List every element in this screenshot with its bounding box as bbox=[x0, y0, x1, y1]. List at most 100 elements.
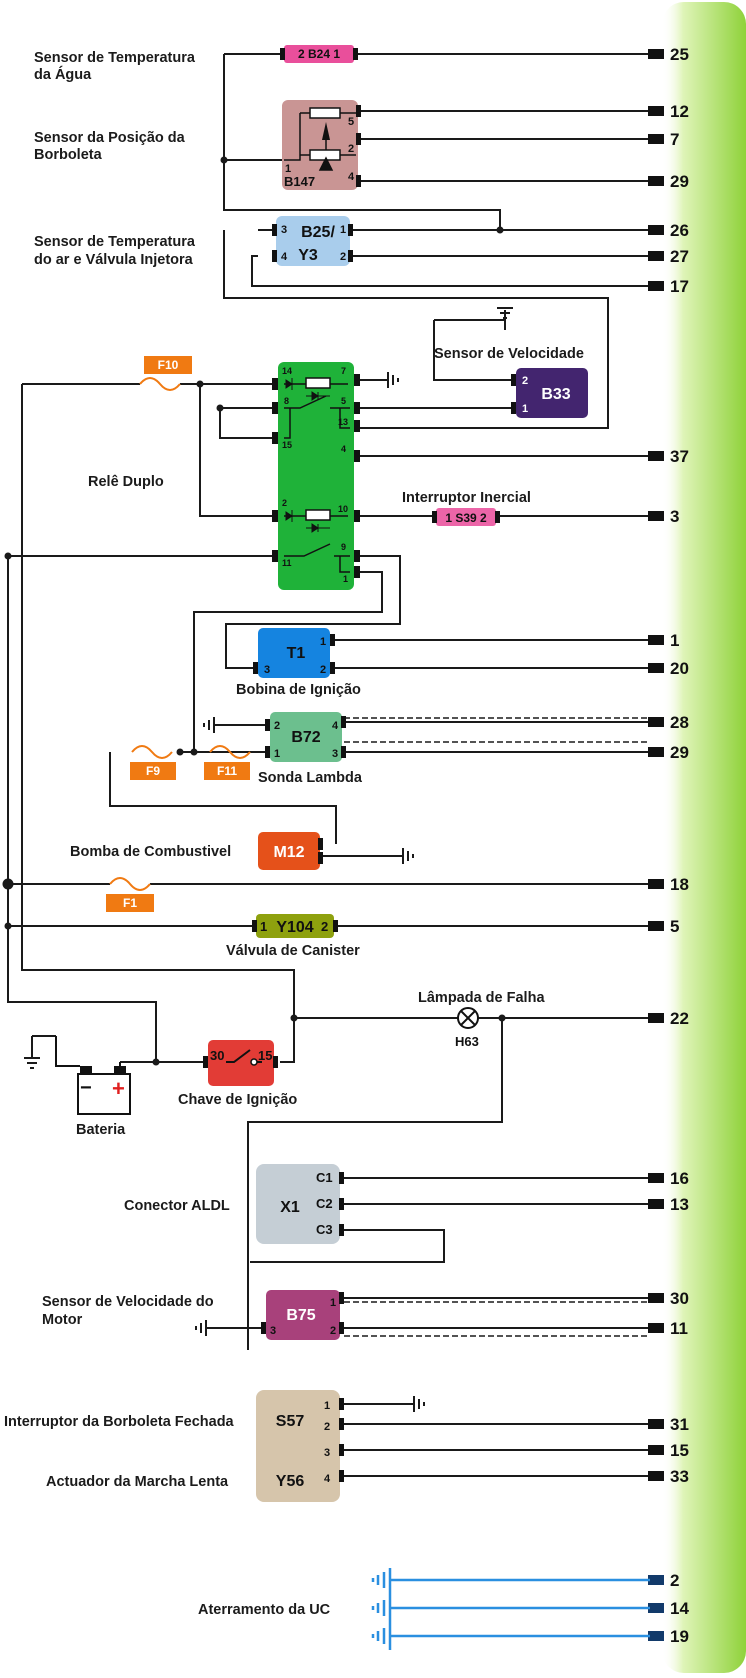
ecu-pin-terminal bbox=[648, 1323, 664, 1333]
ecu-pin-terminal bbox=[648, 106, 664, 116]
junction-dots bbox=[2, 156, 506, 1066]
component-H63: H63 bbox=[455, 1007, 479, 1049]
label-B24-line2: da Água bbox=[34, 66, 92, 83]
svg-text:2: 2 bbox=[321, 919, 328, 934]
shielded-wires bbox=[344, 717, 650, 1337]
svg-text:T1: T1 bbox=[287, 645, 306, 662]
fuse-F10: F10 bbox=[139, 356, 192, 391]
svg-text:3: 3 bbox=[332, 748, 338, 760]
ecu-pin-number: 25 bbox=[670, 45, 689, 64]
ecu-pin-terminal bbox=[648, 663, 664, 673]
svg-text:1: 1 bbox=[285, 163, 291, 175]
svg-text:14: 14 bbox=[282, 366, 292, 376]
component-M12: M12 bbox=[258, 832, 323, 870]
svg-text:1: 1 bbox=[320, 636, 326, 648]
label-B75-line1: Sensor de Velocidade do bbox=[42, 1294, 214, 1310]
svg-text:11: 11 bbox=[282, 558, 292, 568]
svg-text:M12: M12 bbox=[273, 844, 304, 861]
svg-text:13: 13 bbox=[338, 417, 348, 427]
ecu-pin-number: 20 bbox=[670, 659, 689, 678]
ecu-pin-number: 27 bbox=[670, 247, 689, 266]
svg-text:15: 15 bbox=[258, 1048, 272, 1063]
svg-text:3: 3 bbox=[281, 224, 287, 236]
svg-text:2: 2 bbox=[348, 143, 354, 155]
svg-text:3: 3 bbox=[264, 664, 270, 676]
svg-text:2: 2 bbox=[282, 498, 287, 508]
label-B24-line1: Sensor de Temperatura bbox=[34, 50, 196, 66]
ecu-pin-terminal bbox=[648, 1013, 664, 1023]
ecu-pin-terminal bbox=[648, 1445, 664, 1455]
ground-icon bbox=[24, 1050, 40, 1069]
svg-text:1 S39 2: 1 S39 2 bbox=[445, 511, 487, 525]
ground-icon bbox=[195, 1320, 214, 1336]
svg-text:C3: C3 bbox=[316, 1222, 333, 1237]
ecu-pin-terminal bbox=[648, 747, 664, 757]
label-ignition-switch: Chave de Ignição bbox=[178, 1092, 297, 1108]
label-X1: Conector ALDL bbox=[124, 1198, 230, 1214]
component-B75: B75 1 3 2 bbox=[261, 1290, 344, 1340]
svg-text:Y56: Y56 bbox=[276, 1473, 305, 1490]
ecu-pin-terminal bbox=[648, 1199, 664, 1209]
ecu-pin-terminal bbox=[648, 1293, 664, 1303]
ecu-pin-terminal bbox=[648, 1471, 664, 1481]
svg-text:1: 1 bbox=[330, 1297, 336, 1309]
svg-text:−: − bbox=[80, 1077, 92, 1099]
svg-text:5: 5 bbox=[341, 396, 346, 406]
label-B147-line1: Sensor da Posição da bbox=[34, 130, 186, 146]
ecu-pin-number: 26 bbox=[670, 221, 689, 240]
label-B75-line2: Motor bbox=[42, 1312, 83, 1328]
label-S57: Interruptor da Borboleta Fechada bbox=[4, 1414, 235, 1430]
svg-text:H63: H63 bbox=[455, 1034, 479, 1049]
component-B33: B33 2 1 bbox=[511, 368, 588, 418]
svg-text:2 B24 1: 2 B24 1 bbox=[298, 47, 340, 61]
svg-text:2: 2 bbox=[324, 1421, 330, 1433]
component-S57-Y56: S57 Y56 1 2 3 4 bbox=[256, 1390, 344, 1502]
label-B72: Sonda Lambda bbox=[258, 770, 363, 786]
svg-text:B72: B72 bbox=[291, 729, 320, 746]
fuse-F11: F11 bbox=[204, 745, 251, 780]
ecu-pin-number: 16 bbox=[670, 1169, 689, 1188]
component-battery: − + bbox=[55, 1036, 131, 1115]
ecu-pin-terminal bbox=[648, 225, 664, 235]
ecu-pin-terminal bbox=[648, 921, 664, 931]
svg-text:1: 1 bbox=[340, 224, 346, 236]
svg-text:F9: F9 bbox=[146, 764, 160, 778]
svg-text:7: 7 bbox=[341, 366, 346, 376]
component-relay: 14 7 8 5 13 15 4 2 10 11 9 1 bbox=[272, 362, 360, 590]
svg-text:8: 8 bbox=[284, 396, 289, 406]
ecu-pin-terminal bbox=[648, 281, 664, 291]
ecu-pin-terminal bbox=[648, 251, 664, 261]
label-H63: Lâmpada de Falha bbox=[418, 990, 545, 1006]
component-X1: X1 C1 C2 C3 bbox=[256, 1164, 344, 1244]
svg-text:4: 4 bbox=[341, 444, 346, 454]
ecu-pin-terminal bbox=[648, 511, 664, 521]
ecu-pin-number: 33 bbox=[670, 1467, 689, 1486]
svg-text:F1: F1 bbox=[123, 896, 137, 910]
component-S39: 1 S39 2 bbox=[432, 508, 500, 526]
svg-text:F11: F11 bbox=[217, 764, 237, 778]
ecu-pin-number: 37 bbox=[670, 447, 689, 466]
ecu-pin-number: 13 bbox=[670, 1195, 689, 1214]
svg-text:Y3: Y3 bbox=[298, 247, 318, 264]
uc-ground bbox=[371, 1568, 650, 1650]
svg-text:9: 9 bbox=[341, 542, 346, 552]
svg-text:4: 4 bbox=[332, 720, 339, 732]
component-ignition-switch: 30 15 bbox=[203, 1040, 278, 1086]
svg-text:2: 2 bbox=[522, 375, 528, 387]
svg-text:B33: B33 bbox=[541, 386, 570, 403]
ecu-pins: 2512729262717373120282918522161330113115… bbox=[648, 45, 689, 1646]
svg-text:C1: C1 bbox=[316, 1170, 333, 1185]
label-B147-line2: Borboleta bbox=[34, 147, 103, 163]
label-B25-line2: do ar e Válvula Injetora bbox=[34, 252, 194, 268]
ecu-pin-terminal bbox=[648, 176, 664, 186]
svg-text:B25/: B25/ bbox=[301, 224, 335, 241]
svg-text:4: 4 bbox=[281, 251, 288, 263]
ecu-pin-terminal bbox=[648, 1173, 664, 1183]
ecu-pin-number: 19 bbox=[670, 1627, 689, 1646]
component-Y104: 1 Y104 2 bbox=[252, 914, 338, 938]
ground-icon bbox=[410, 1396, 425, 1412]
svg-text:S57: S57 bbox=[276, 1413, 305, 1430]
label-M12: Bomba de Combustivel bbox=[70, 844, 231, 860]
ecu-pin-number: 17 bbox=[670, 277, 689, 296]
